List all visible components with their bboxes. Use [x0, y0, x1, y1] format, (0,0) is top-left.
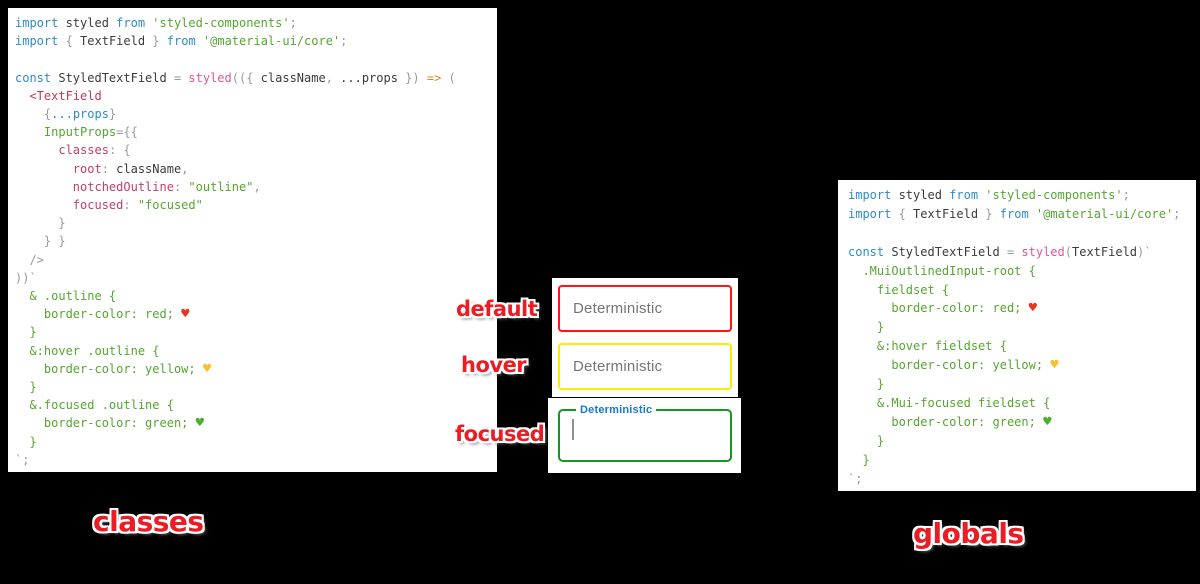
code-line: notchedOutline: "outline", [72, 179, 261, 194]
heart-red-icon: ♥ [181, 306, 190, 323]
code-line: InputProps={{ [43, 125, 138, 140]
code-line: `; [15, 452, 30, 467]
text-cursor [572, 419, 574, 440]
textfield-hover-value: Deterministic [573, 358, 663, 375]
heart-yellow-icon: ♥ [1050, 357, 1059, 374]
code-line [15, 50, 497, 68]
code-line: const StyledTextField = styled(TextField… [848, 244, 1152, 259]
code-line: } [848, 320, 885, 335]
code-line: border-color: yellow; ♥ [848, 357, 1059, 374]
code-line: } [15, 380, 37, 395]
code-line: .MuiOutlinedInput-root { [848, 263, 1036, 278]
code-line: fieldset { [848, 282, 950, 297]
code-line: import { TextField } from '@material-ui/… [848, 206, 1181, 221]
label-hover: hover [461, 353, 527, 377]
code-line: &.focused .outline { [15, 398, 174, 413]
code-line: border-color: yellow; ♥ [15, 360, 212, 377]
code-line: border-color: green; ♥ [15, 415, 205, 432]
code-line: } [848, 433, 885, 448]
globals-code-panel: import styled from 'styled-components'; i… [838, 180, 1196, 491]
code-line: const StyledTextField = styled(({ classN… [15, 70, 456, 85]
label-default: default [456, 297, 538, 321]
classes-code-panel: import styled from 'styled-components'; i… [8, 8, 497, 472]
caption-classes: classes [93, 505, 204, 538]
code-line: import styled from 'styled-components'; [15, 16, 297, 30]
caption-globals: globals [913, 517, 1024, 550]
textfield-default-value: Deterministic [573, 300, 663, 317]
heart-green-icon: ♥ [1043, 413, 1052, 430]
heart-red-icon: ♥ [1028, 300, 1038, 317]
code-line: &:hover fieldset { [848, 339, 1007, 354]
code-line: /> [15, 252, 44, 267]
heart-yellow-icon: ♥ [202, 360, 212, 377]
textfield-focused[interactable]: Deterministic [558, 404, 732, 462]
code-line: classes: { [58, 143, 131, 158]
code-line: `; [848, 471, 863, 486]
code-line: ))` [15, 270, 37, 285]
code-line: } [15, 434, 37, 449]
code-line: {...props} [43, 107, 117, 122]
textfield-default[interactable]: Deterministic [558, 285, 732, 332]
code-line: &.Mui-focused fieldset { [848, 395, 1051, 410]
label-focused: focused [455, 422, 545, 446]
code-line: border-color: red; ♥ [848, 300, 1038, 317]
code-line: } } [15, 234, 66, 249]
code-line: } [15, 325, 37, 340]
code-line: import { TextField } from '@material-ui/… [15, 34, 348, 49]
code-line: & .outline { [15, 289, 117, 304]
code-line: root: className, [72, 161, 189, 176]
code-line [848, 224, 1196, 243]
code-line: import styled from 'styled-components'; [848, 188, 1130, 202]
code-line: focused: "focused" [72, 198, 203, 213]
textfield-floating-label: Deterministic [580, 404, 653, 416]
code-line: } [15, 216, 66, 231]
code-line: border-color: green; ♥ [848, 413, 1052, 430]
code-line: <TextField [29, 88, 102, 103]
code-line: &:hover .outline { [15, 343, 160, 358]
textfield-hover[interactable]: Deterministic [558, 343, 732, 390]
heart-green-icon: ♥ [195, 415, 205, 432]
code-line: } [848, 452, 870, 467]
code-line: border-color: red; ♥ [15, 306, 190, 323]
code-line: } [848, 377, 885, 392]
